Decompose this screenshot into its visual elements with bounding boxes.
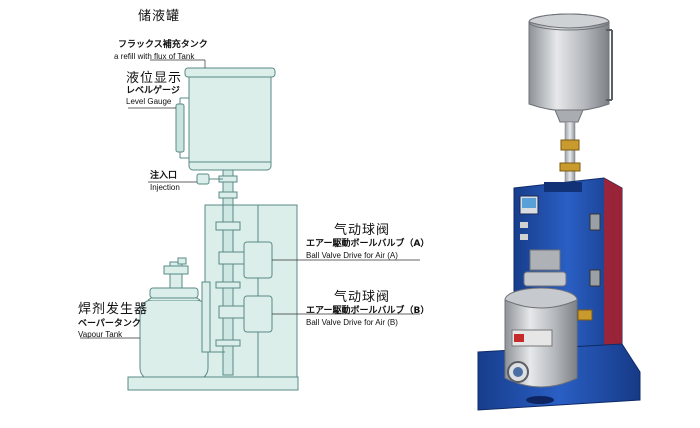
valve-a-jp: エアー駆動ボールバルブ（A）: [306, 239, 430, 249]
photo-vapour-tank: [504, 249, 593, 388]
vaporizer-zh: 焊剂发生器: [78, 302, 149, 317]
valve-b-jp: エアー駆動ボールバルブ（B）: [306, 306, 430, 316]
valve-b-en: Ball Valve Drive for Air (B): [306, 318, 398, 327]
level-gauge-en: Level Gauge: [126, 97, 172, 106]
injection-en: Injection: [150, 183, 180, 192]
valve-a-zh: 气动球阀: [334, 223, 391, 238]
base-plate: [127, 376, 299, 391]
vaporizer-jp: ベーパータンク: [78, 319, 141, 329]
cabinet-shape: [204, 204, 298, 378]
vaporizer-en: Vapour Tank: [78, 330, 123, 339]
storage-tank-zh: 储液罐: [138, 9, 181, 24]
storage-tank-en: a refill with flux of Tank: [114, 52, 195, 61]
valve-b-zh: 气动球阀: [334, 290, 391, 305]
level-gauge-jp: レベルゲージ: [126, 86, 180, 96]
photo-storage-tank: [528, 13, 613, 123]
injection-jp: 注入口: [150, 171, 178, 181]
level-gauge-zh: 液位显示: [126, 71, 183, 86]
valve-a-en: Ball Valve Drive for Air (A): [306, 251, 398, 260]
storage-tank-jp: フラックス補充タンク: [118, 40, 208, 50]
